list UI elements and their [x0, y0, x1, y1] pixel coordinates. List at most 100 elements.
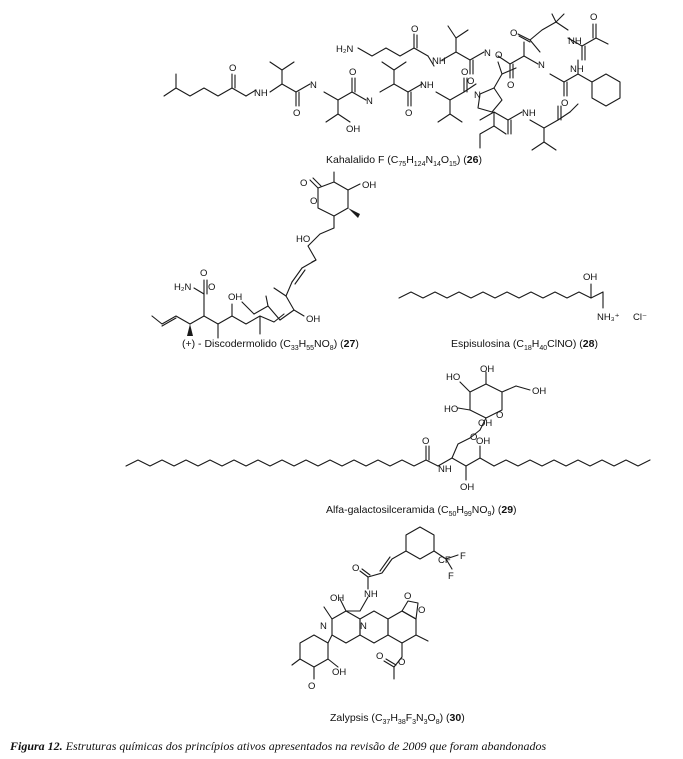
formula-subscript: 40	[539, 345, 548, 353]
formula-subscript: 99	[463, 511, 472, 519]
compound-name: Alfa-galactosilceramida	[326, 504, 435, 516]
atom-label: F	[460, 551, 466, 562]
formula-subscript: 15	[449, 161, 457, 169]
atom-label: N	[320, 621, 327, 632]
atom-label: O	[561, 98, 568, 109]
formula-subscript: 55	[306, 345, 315, 353]
formula-element: C	[516, 338, 524, 350]
atom-label: O	[495, 50, 502, 61]
atom-label: NH₃⁺	[597, 312, 620, 323]
atom-label: NH	[432, 56, 446, 67]
atom-label: O	[405, 108, 412, 119]
atom-label: O	[461, 67, 468, 78]
caption-kahalalide-f: Kahalalido F (C75H124N14O15) (26)	[326, 154, 482, 169]
formula-element: H	[406, 154, 414, 166]
atom-label: OH	[362, 180, 376, 191]
formula-element: O	[440, 154, 450, 166]
formula-element: N	[314, 338, 322, 350]
formula-element: N	[471, 504, 480, 516]
formula-subscript: 8	[329, 345, 334, 353]
compound-formula: C37H38F3N3O8	[374, 712, 440, 727]
formula-subscript: 3	[412, 719, 417, 727]
formula-element: C	[390, 154, 399, 166]
atom-label: N	[484, 48, 491, 59]
atom-label: O	[398, 657, 405, 668]
atom-label: NH	[420, 80, 434, 91]
atom-label: OH	[478, 418, 492, 429]
formula-element: C	[440, 504, 449, 516]
atom-label: Cl⁻	[633, 312, 647, 323]
formula-element: ClNO	[547, 338, 573, 350]
atom-label: O	[293, 108, 300, 119]
atom-label: H₂N	[336, 44, 354, 55]
compound-number: 27	[343, 338, 356, 350]
atom-label: OH	[330, 593, 344, 604]
caption-zalypsis: Zalypsis (C37H38F3N3O8) (30)	[330, 712, 465, 727]
formula-subscript: 14	[433, 161, 441, 169]
discodermolide-svg: O O OH HO OH OH O H₂N O	[151, 171, 376, 339]
atom-label: O	[411, 24, 418, 35]
atom-label: O	[352, 563, 359, 574]
atom-label: O	[590, 12, 597, 23]
atom-label: OH	[332, 667, 346, 678]
atom-label: O	[229, 63, 236, 74]
formula-element: N	[416, 712, 424, 724]
atom-label: OH	[532, 386, 546, 397]
formula-subscript: 124	[413, 161, 426, 169]
atom-label: NH	[438, 464, 452, 475]
formula-element: O	[427, 712, 436, 724]
alpha-galcer-svg: HO OH HO OH OH O O O NH OH OH	[125, 364, 651, 493]
formula-subscript: 3	[423, 719, 428, 727]
atom-label: OH	[460, 482, 474, 493]
formula-element: H	[531, 338, 540, 350]
atom-label: NH	[364, 589, 378, 600]
caption-spisulosine: Espisulosina (C18H40ClNO) (28)	[451, 338, 598, 353]
atom-label: H₂N	[174, 282, 192, 293]
atom-label: OH	[583, 272, 597, 283]
formula-subscript: 18	[523, 345, 532, 353]
formula-subscript: 75	[398, 161, 407, 169]
spisulosine-svg: OH NH₃⁺ Cl⁻	[398, 272, 647, 323]
structure-spisulosine: OH NH₃⁺ Cl⁻	[395, 268, 665, 328]
figure-caption-text: Estruturas químicas dos princípios ativo…	[62, 739, 547, 753]
atom-label: HO	[296, 234, 310, 245]
compound-number: 30	[449, 712, 462, 724]
atom-label: O	[300, 178, 307, 189]
atom-label: O	[467, 76, 474, 87]
formula-element: C	[374, 712, 383, 724]
atom-label: O	[404, 591, 411, 602]
atom-label: O	[418, 605, 425, 616]
atom-label: O	[470, 432, 477, 443]
atom-label: O	[376, 651, 383, 662]
formula-subscript: 50	[448, 511, 457, 519]
formula-element: N	[425, 154, 434, 166]
formula-subscript: 37	[382, 719, 391, 727]
atom-label: N	[366, 96, 373, 107]
atom-label: O	[349, 67, 356, 78]
formula-element: H	[390, 712, 398, 724]
compound-number: 29	[501, 504, 514, 516]
compound-number: 28	[582, 338, 595, 350]
compound-number: 26	[466, 154, 479, 166]
atom-label: O	[496, 410, 503, 421]
caption-discodermolide: (+) - Discodermolido (C33H55NO8) (27)	[182, 338, 359, 353]
structure-alpha-galcer: HO OH HO OH OH O O O NH OH OH	[120, 364, 660, 498]
atom-label: NH	[570, 64, 584, 75]
structure-discodermolide: O O OH HO OH OH O H₂N O	[150, 171, 380, 344]
atom-label: NH	[254, 88, 268, 99]
compound-name: Espisulosina	[451, 338, 510, 350]
atom-label: HO	[444, 404, 458, 415]
atom-label: CF	[438, 555, 451, 566]
formula-subscript: 8	[435, 719, 440, 727]
atom-label: OH	[228, 292, 242, 303]
atom-label: F	[448, 571, 454, 582]
structure-zalypsis: CF F F O NH OH N N O O O O OH O	[290, 525, 470, 700]
atom-label: N	[360, 621, 367, 632]
figure-caption: Figura 12. Estruturas químicas dos princ…	[10, 739, 546, 754]
compound-formula: C75H124N14O15	[390, 154, 457, 169]
compound-name: Kahalalido F	[326, 154, 385, 166]
compound-formula: C50H99NO9	[440, 504, 491, 519]
atom-label: NH	[522, 108, 536, 119]
atom-label: O	[507, 80, 514, 91]
formula-subscript: 38	[397, 719, 406, 727]
